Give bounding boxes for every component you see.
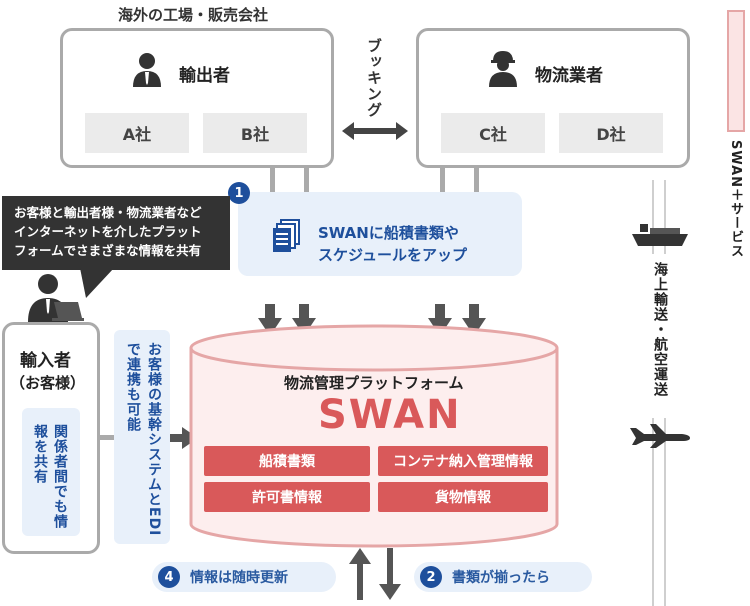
connector-line [270,168,275,194]
upload-line1: SWANに船積書類や [318,224,459,242]
item-permit-info: 許可書情報 [204,482,370,512]
callout-line2: インターネットを介したプラット [14,224,202,239]
callout-line3: フォームでさまざまな情報を共有 [14,243,202,258]
item-cargo-info: 貨物情報 [378,482,548,512]
callout-tail [80,268,114,298]
item-shipping-docs: 船積書類 [204,446,370,476]
worker-helmet-icon [489,51,517,87]
person-laptop-icon [28,274,84,322]
connector-line [474,168,479,194]
transport-label-bg [646,254,672,418]
service-label: SWAN＋サービス [728,140,743,259]
step-2-badge: 2 [420,566,442,588]
documents-icon [273,219,300,252]
logistics-box: 物流業者 C社 D社 [416,28,690,168]
up-down-arrows [349,548,401,600]
swan-logo: SWAN [318,392,462,438]
transport-label: 海上輸送・航空運送 [652,262,668,397]
right-arrow [170,427,198,449]
step-2-text: 書類が揃ったら [452,570,550,586]
service-label-bar [727,10,745,132]
step-4-pill: 情報は随時更新 [152,562,336,592]
edi-box [114,330,170,544]
callout-line1: お客様と輸出者様・物流業者など [14,205,202,220]
ship-icon [632,224,688,246]
step-4-text: 情報は随時更新 [190,570,288,586]
callout-bubble: お客様と輸出者様・物流業者など インターネットを介したプラット フォームでさまざ… [2,196,230,270]
logistics-title: 物流業者 [535,66,603,86]
down-arrows [258,304,486,336]
share-info-text: 関係者間でも情報を共有 [32,424,68,529]
item-container-info: コンテナ納入管理情報 [378,446,548,476]
company-a: A社 [85,113,189,153]
connector-line [100,435,114,440]
importer-title: 輸入者 [20,351,71,371]
company-c: C社 [441,113,545,153]
upload-line2: スケジュールをアップ [318,246,467,264]
importer-subtitle: （お客様） [10,374,86,392]
businessman-icon [133,53,161,87]
company-b: B社 [203,113,307,153]
step-1-badge: 1 [228,182,250,204]
step-4-badge: 4 [158,566,180,588]
platform-label: 物流管理プラットフォーム [284,374,464,392]
connector-line [304,168,309,194]
step-2-pill: 書類が揃ったら [414,562,592,592]
airplane-icon [630,424,690,448]
edi-text: お客様の基幹システムとEDIで連携も可能 [125,342,162,537]
double-arrow-icon [342,122,408,140]
top-label: 海外の工場・販売会社 [118,6,269,24]
share-info-box [22,408,80,536]
booking-label: ブッキング [365,38,383,118]
exporter-title: 輸出者 [179,66,230,86]
connector-line [440,168,445,194]
company-d: D社 [559,113,663,153]
exporter-box: 輸出者 A社 B社 [60,28,334,168]
